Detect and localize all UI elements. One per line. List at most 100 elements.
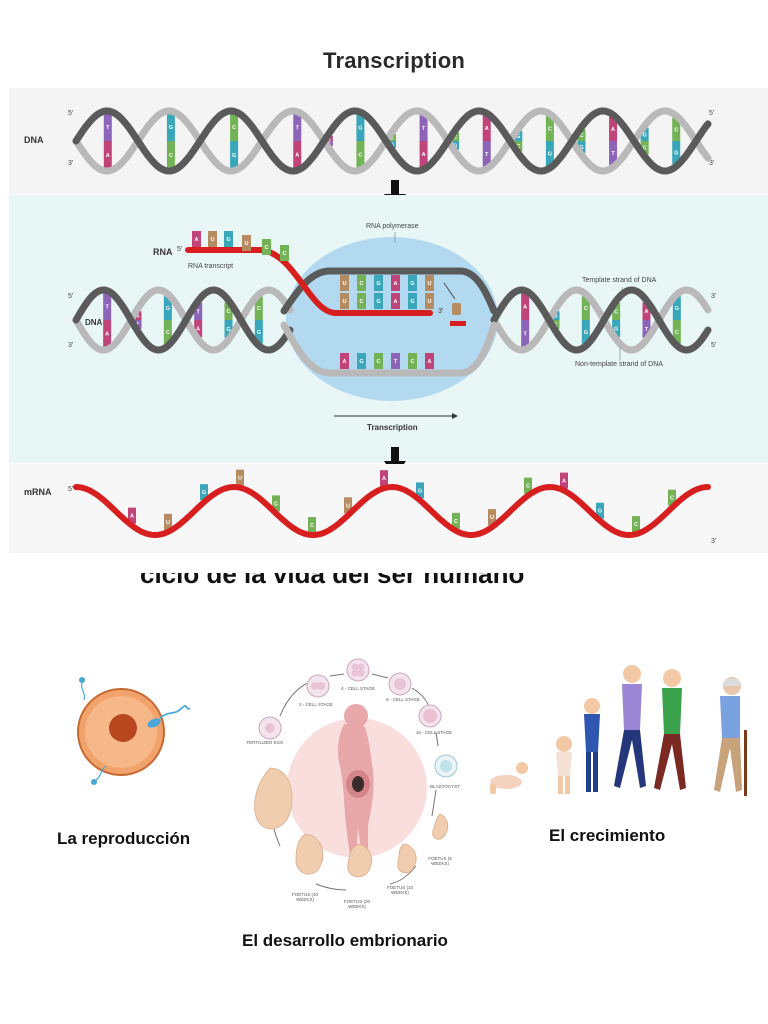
base-top	[163, 296, 172, 320]
dna-five-prime-right: 5'	[709, 110, 715, 117]
egg-nucleus	[109, 714, 137, 742]
mrna-five-prime: 5'	[68, 486, 74, 493]
rna-five-prime: 5'	[177, 246, 183, 253]
rna-three-prime: 3'	[438, 308, 444, 315]
base-top	[581, 296, 590, 320]
adult-figure	[654, 669, 686, 790]
transcription-title: Transcription	[323, 48, 465, 73]
base-top	[419, 114, 428, 141]
base-top-letter: T	[296, 125, 300, 131]
bubble-pair-base-letter: C	[360, 299, 364, 305]
bubble-top-base	[357, 275, 366, 291]
mrna-base	[596, 502, 604, 519]
dna2-five-prime-left: 5'	[68, 293, 74, 300]
base-bottom-letter: A	[295, 153, 299, 159]
base-top-letter: G	[169, 125, 173, 131]
base-top	[356, 114, 365, 141]
base-bottom-letter: A	[106, 153, 110, 159]
base-bottom	[224, 320, 233, 338]
bubble-pair-base	[391, 293, 400, 309]
base-bottom	[581, 320, 590, 344]
mrna-base-letter: C	[526, 484, 530, 490]
dna2-three-prime-left: 3'	[68, 342, 74, 349]
base-top-letter: C	[614, 309, 618, 315]
walking-cane	[744, 730, 747, 796]
stage-label-foetus-20w: FOETUS (20 WEEKS)	[343, 899, 370, 910]
base-bottom-letter: C	[516, 144, 520, 150]
base-top-letter: A	[485, 126, 489, 132]
base-bottom	[356, 141, 365, 168]
dna-three-prime-left: 3'	[68, 160, 74, 167]
base-top-letter: T	[106, 125, 110, 131]
dna-strand-left-back	[72, 286, 294, 354]
base-bottom-letter: G	[614, 327, 618, 333]
base-bottom	[293, 141, 302, 169]
base-top	[642, 302, 651, 320]
base-bottom	[103, 320, 112, 348]
base-bottom-letter: G	[579, 145, 583, 151]
base-top-letter: G	[553, 314, 557, 320]
nucleotide-pointer	[443, 282, 456, 300]
mrna-base-letter: C	[670, 496, 674, 502]
dna2-label: DNA	[85, 318, 103, 327]
dna-strand-right-front	[490, 286, 712, 354]
base-top-letter: C	[579, 133, 583, 139]
bubble-bottom-base-letter: G	[359, 359, 363, 365]
base-bottom	[577, 141, 586, 153]
base-top-letter: G	[358, 126, 362, 132]
bubble-top-base-letter: G	[376, 281, 380, 287]
rna-incoming-segment	[450, 321, 466, 326]
rna-base	[280, 245, 289, 261]
mrna-base	[632, 516, 640, 533]
base-bottom	[451, 141, 460, 150]
bubble-bottom-base-letter: C	[377, 359, 381, 365]
bubble-bottom-base	[391, 353, 400, 369]
mrna-strand	[73, 483, 711, 538]
base-top-letter: C	[390, 136, 394, 142]
incoming-nucleotide	[452, 303, 461, 315]
base-top	[482, 115, 491, 141]
elder-figure	[714, 677, 747, 796]
dna-strand-left-front	[72, 286, 294, 354]
growth-illustration	[490, 665, 747, 796]
template-strand-open	[280, 267, 498, 315]
base-bottom	[230, 141, 239, 169]
template-strand-label: Template strand of DNA	[582, 277, 657, 284]
base-bottom-letter: G	[232, 153, 236, 159]
base-top-letter: G	[516, 134, 520, 140]
base-top-letter: A	[611, 127, 615, 133]
mrna-base-letter: G	[202, 490, 206, 496]
base-top-letter: C	[548, 126, 552, 132]
base-bottom-letter: G	[257, 330, 261, 336]
rna-transcript-label: RNA transcript	[188, 263, 234, 270]
stage-label-16-cell: 16 - CELL STAGE	[415, 730, 453, 735]
rna-base-letter: G	[226, 237, 230, 243]
base-bottom	[642, 320, 651, 338]
bubble-top-base	[391, 275, 400, 291]
dna2-five-prime-right: 5'	[711, 342, 717, 349]
rna-base	[262, 239, 271, 255]
caption-development: El desarrollo embrionario	[242, 931, 448, 950]
base-bottom-letter: T	[523, 332, 527, 338]
mrna-base	[416, 482, 424, 499]
mrna-base-letter: U	[166, 520, 170, 526]
mrna-base-letter: C	[274, 501, 278, 507]
base-top-letter: A	[523, 304, 527, 310]
bubble-top-base-letter: U	[428, 281, 432, 287]
bubble-pair-base-letter: G	[410, 299, 414, 305]
base-top	[609, 116, 618, 141]
bubble-top-base-letter: C	[360, 281, 364, 287]
base-top	[166, 113, 175, 141]
bubble-pair-base	[340, 293, 349, 309]
stage-label-foetus-5w: FOETUS (5 WEEKS)	[428, 856, 452, 867]
mrna-three-prime: 3'	[711, 538, 717, 545]
cell-stage-circles	[258, 658, 458, 778]
stage-label-blastocyst: BLASTOCYST	[430, 784, 460, 789]
rna-label: RNA	[153, 247, 173, 257]
base-top-letter: C	[453, 135, 457, 141]
bubble-top-base	[374, 275, 383, 291]
